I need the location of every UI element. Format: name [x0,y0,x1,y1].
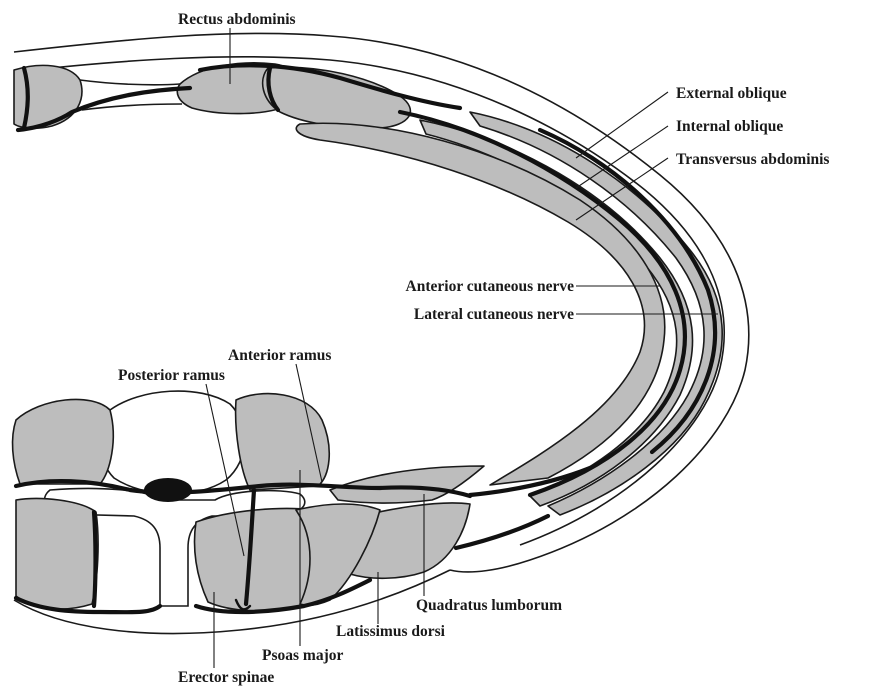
label-lateral-cutaneous-nerve: Lateral cutaneous nerve [414,306,574,323]
label-psoas-major: Psoas major [262,647,343,664]
spinal-cord-ganglion [144,478,192,502]
rectus-abdominis-muscle [14,63,410,128]
label-transversus-abdominis: Transversus abdominis [676,151,829,168]
label-internal-oblique: Internal oblique [676,118,783,135]
label-quadratus-lumborum: Quadratus lumborum [416,597,562,614]
label-anterior-cutaneous-nerve: Anterior cutaneous nerve [406,278,575,295]
label-latissimus-dorsi: Latissimus dorsi [336,623,446,640]
label-erector-spinae: Erector spinae [178,669,274,686]
label-posterior-ramus: Posterior ramus [118,367,225,384]
label-anterior-ramus: Anterior ramus [228,347,331,364]
label-rectus-abdominis: Rectus abdominis [178,11,296,28]
label-external-oblique: External oblique [676,85,787,102]
